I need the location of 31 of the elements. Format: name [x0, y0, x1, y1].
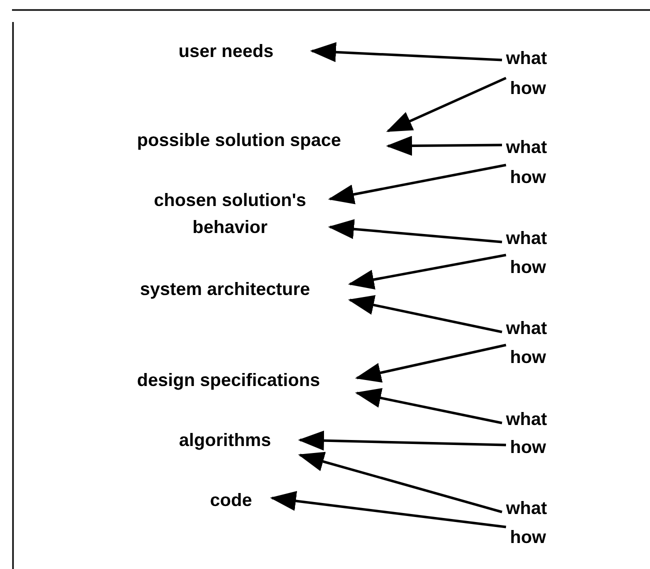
level-label: design specifications	[100, 367, 357, 394]
arrow	[386, 136, 502, 156]
level-label: chosen solution's behavior	[130, 187, 330, 241]
level-label: code	[190, 487, 272, 514]
level-label: algorithms	[150, 427, 300, 454]
arrow	[386, 76, 507, 132]
step-label: how	[510, 254, 568, 281]
arrow	[355, 388, 502, 424]
arrow	[310, 42, 502, 62]
arrow	[355, 344, 506, 383]
step-label: what	[506, 495, 568, 522]
step-label: what	[506, 406, 568, 433]
arrow	[348, 254, 506, 290]
step-label: what	[506, 134, 568, 161]
arrow	[328, 219, 502, 244]
step-label: what	[506, 225, 568, 252]
step-label: how	[510, 344, 568, 371]
arrow	[328, 164, 506, 204]
level-label: possible solution space	[90, 127, 388, 154]
step-label: how	[510, 75, 568, 102]
level-label: user needs	[140, 38, 312, 65]
arrow	[348, 295, 502, 334]
arrow	[298, 452, 502, 514]
step-label: how	[510, 524, 568, 551]
step-label: how	[510, 164, 568, 191]
step-label: how	[510, 434, 568, 461]
step-label: what	[506, 315, 568, 342]
arrow	[270, 491, 506, 528]
arrow	[298, 430, 506, 451]
level-label: system architecture	[100, 276, 350, 303]
step-label: what	[506, 45, 568, 72]
